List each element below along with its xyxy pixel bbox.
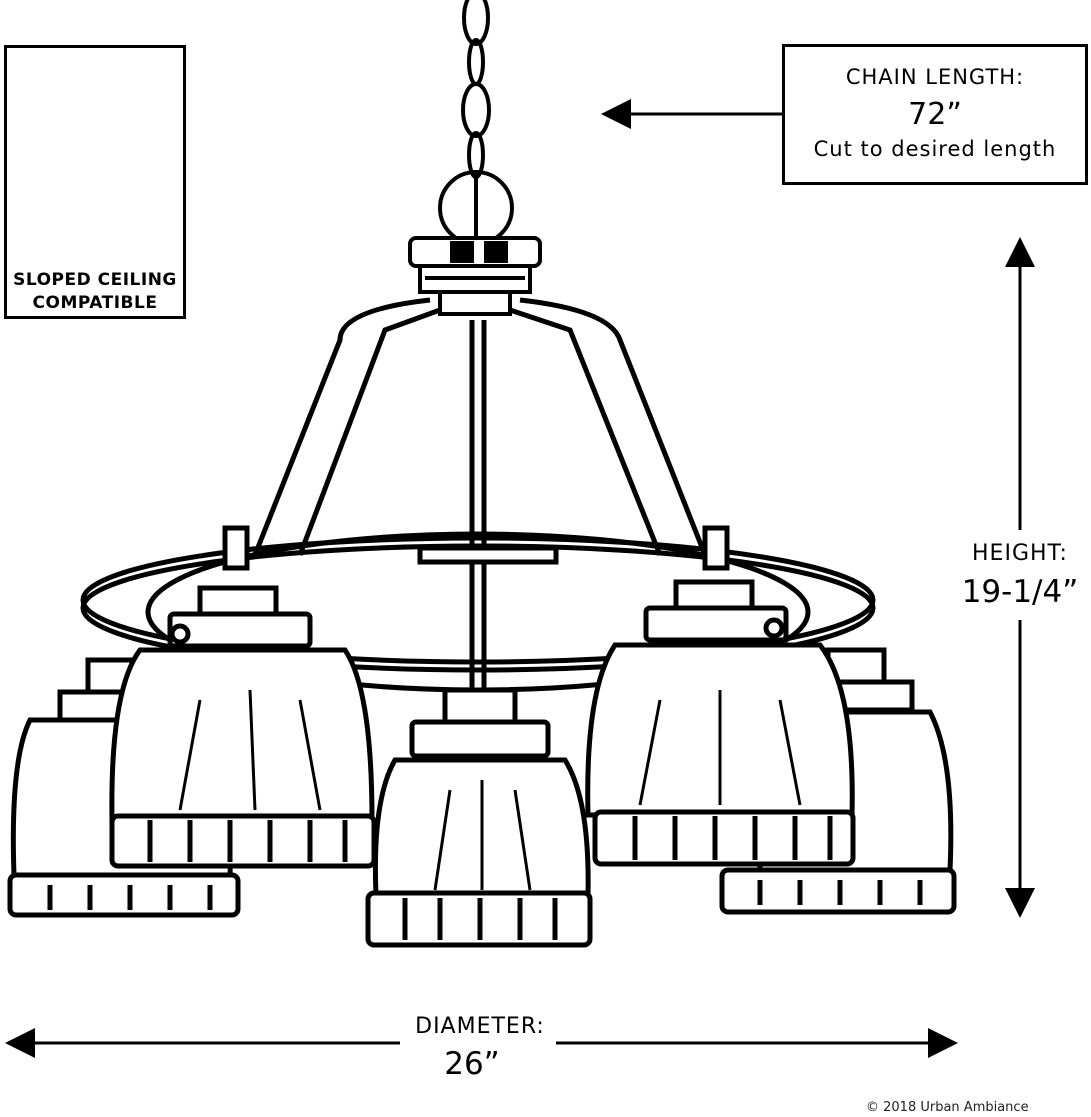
main-ring — [80, 525, 876, 693]
top-hub — [408, 236, 542, 316]
diameter-value: 26” — [444, 1046, 500, 1082]
frame-arms — [252, 297, 708, 690]
diameter-label: DIAMETER: — [415, 1014, 545, 1039]
shade-center — [365, 687, 593, 948]
height-label: HEIGHT: — [972, 541, 1068, 566]
shade-left — [109, 585, 377, 869]
chain-length-label: CHAIN LENGTH: — [845, 65, 1025, 89]
chain-length-box: CHAIN LENGTH: 72” Cut to desired length — [782, 44, 1088, 185]
chain-length-value: 72” — [908, 97, 962, 132]
height-value: 19-1/4” — [961, 574, 1079, 610]
inset-line-1: SLOPED CEILING — [13, 270, 177, 290]
chain — [438, 0, 514, 246]
sloped-ceiling-inset: SLOPED CEILING COMPATIBLE — [4, 45, 186, 319]
copyright-notice: © 2018 Urban Ambiance — [866, 1100, 1029, 1115]
shade-right — [585, 579, 856, 867]
chain-length-note: Cut to desired length — [813, 137, 1057, 161]
inset-line-2: COMPATIBLE — [32, 293, 158, 313]
